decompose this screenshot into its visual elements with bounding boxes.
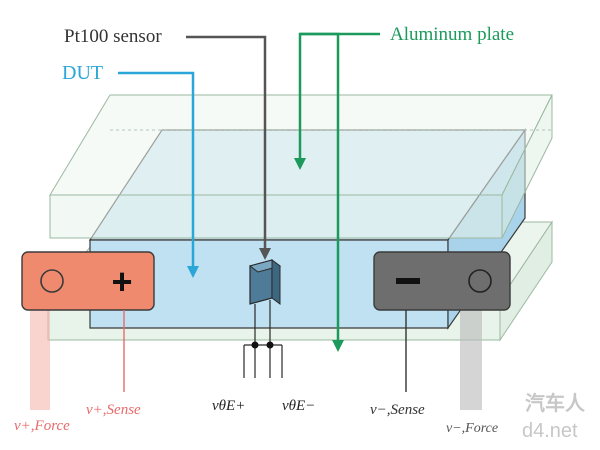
plus-terminal: + [21, 251, 155, 311]
pt100-arrow [186, 35, 271, 260]
watermark-logo: 汽车人 d4.net [522, 391, 586, 442]
plus-sign: + [111, 261, 132, 302]
watermark-brand: 汽车人 [525, 391, 586, 415]
watermark-site: d4.net [522, 420, 578, 442]
circle-icon [40, 269, 64, 293]
aluminum-arrows [294, 32, 380, 352]
v-theta-plus-label: vθE+ [212, 398, 245, 414]
v-minus-force-label: v−,Force [446, 421, 498, 436]
v-minus-sense-label: v−,Sense [370, 402, 425, 418]
dut-arrow [118, 71, 199, 278]
pt100-label: Pt100 sensor [64, 26, 162, 47]
minus-sign-bar [396, 278, 420, 284]
pt100-sensor [243, 259, 283, 378]
circle-icon [468, 269, 492, 293]
v-theta-minus-label: vθE− [282, 398, 315, 414]
v-plus-force-label: v+,Force [14, 418, 70, 434]
minus-force-wire [460, 300, 482, 410]
dut-label: DUT [62, 62, 103, 84]
minus-terminal [373, 251, 511, 311]
aluminum-label: Aluminum plate [390, 24, 514, 45]
plus-force-wire [30, 300, 50, 410]
v-plus-sense-label: v+,Sense [86, 402, 141, 418]
